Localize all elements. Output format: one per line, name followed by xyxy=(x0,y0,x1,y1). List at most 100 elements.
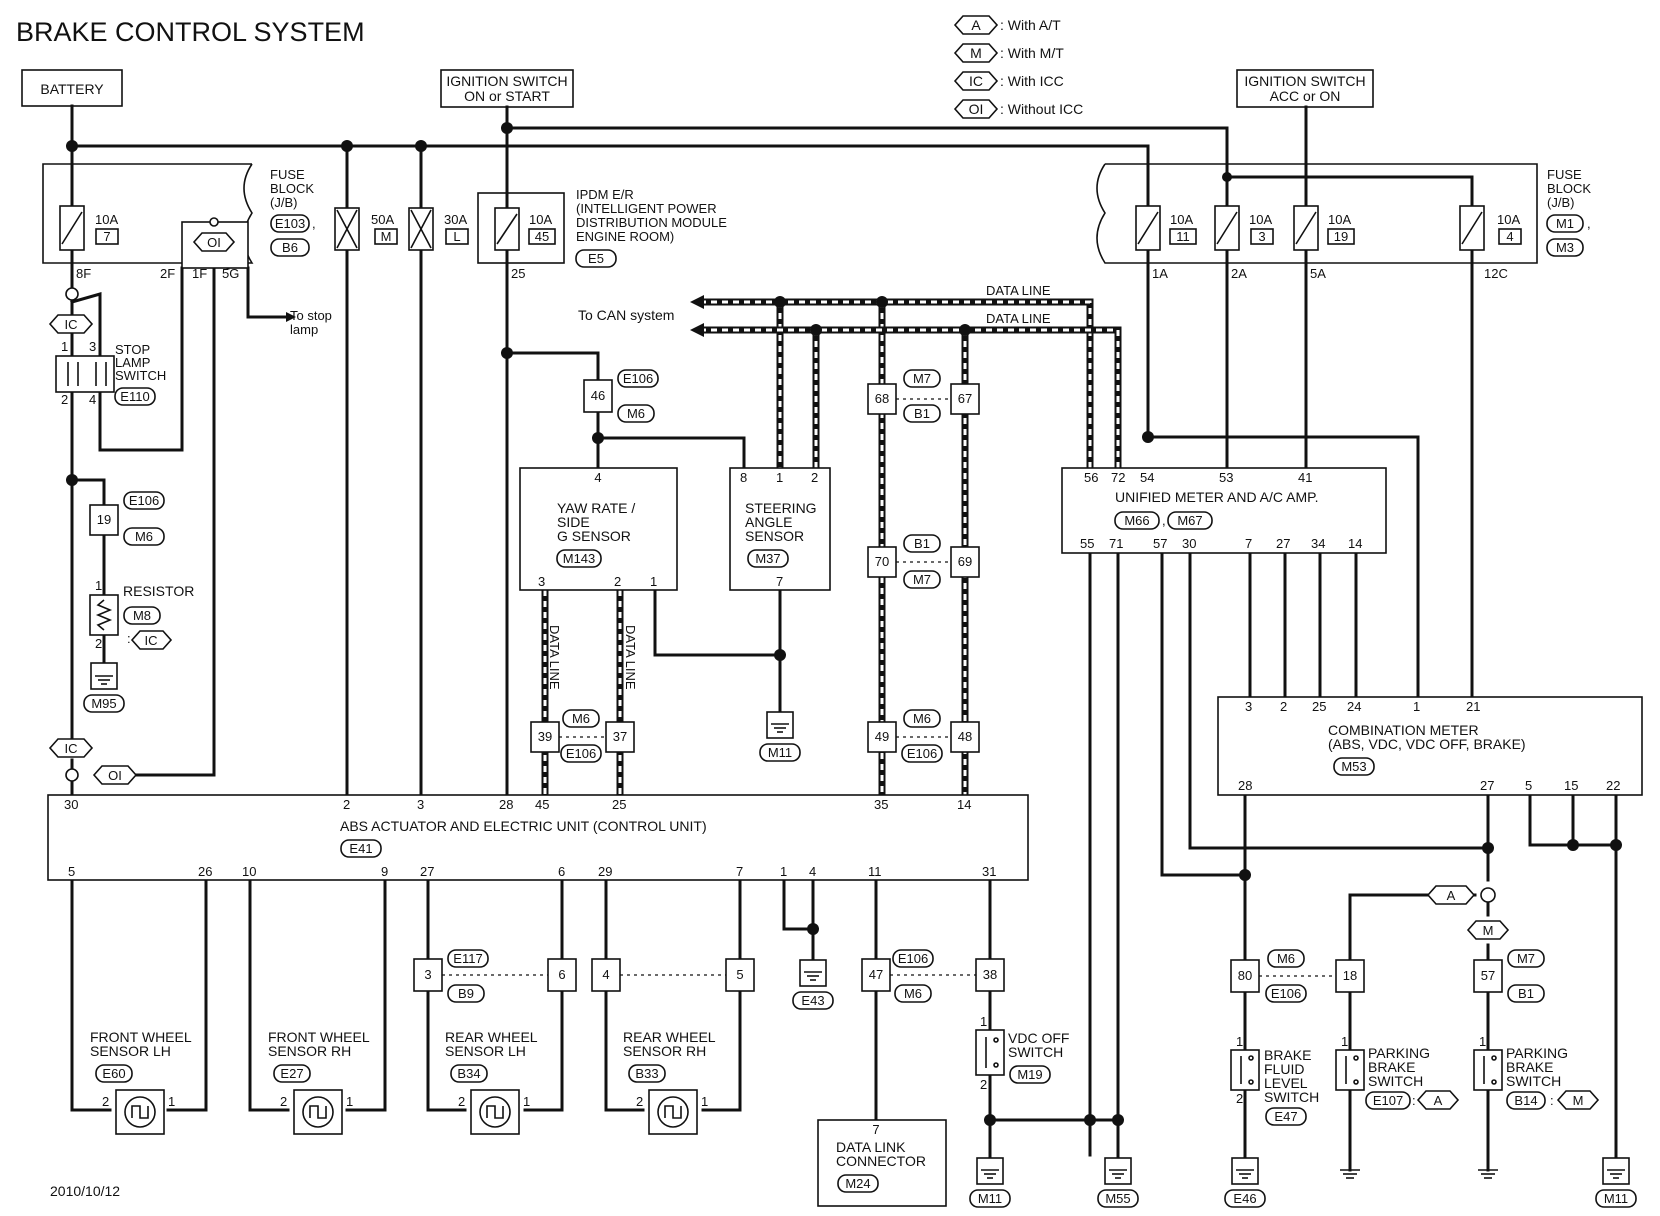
svg-text:68: 68 xyxy=(875,391,889,406)
svg-text:B9: B9 xyxy=(458,986,474,1001)
unified-meter-ac-amp: 56 72 54 53 41 UNIFIED METER AND A/C AMP… xyxy=(1061,467,1387,554)
svg-text:7: 7 xyxy=(103,229,110,244)
svg-text:1: 1 xyxy=(1236,1034,1243,1049)
svg-text:A: A xyxy=(1447,888,1456,903)
svg-text:50A: 50A xyxy=(371,212,394,227)
svg-text:IC: IC xyxy=(145,633,158,648)
svg-text:11: 11 xyxy=(868,864,882,879)
svg-text:53: 53 xyxy=(1219,470,1233,485)
svg-text:2: 2 xyxy=(636,1094,643,1109)
battery-label: BATTERY xyxy=(40,81,104,97)
connector-80-18-57: 80 18 M6 E106 57 M7 B1 xyxy=(1230,949,1545,1003)
data-link-connector: 7 DATA LINK CONNECTOR M24 xyxy=(817,1119,947,1207)
svg-text:24: 24 xyxy=(1347,699,1361,714)
svg-text:2A: 2A xyxy=(1231,266,1247,281)
svg-text:M7: M7 xyxy=(913,572,931,587)
svg-text:B33: B33 xyxy=(635,1066,658,1081)
svg-text:SWITCH: SWITCH xyxy=(1008,1044,1063,1060)
svg-text:49: 49 xyxy=(875,729,889,744)
svg-text:M1: M1 xyxy=(1556,216,1574,231)
svg-text:FLUID: FLUID xyxy=(1264,1061,1304,1077)
svg-text:6: 6 xyxy=(558,864,565,879)
svg-text:3: 3 xyxy=(1245,699,1252,714)
svg-text:1: 1 xyxy=(780,864,787,879)
diagram-title: BRAKE CONTROL SYSTEM xyxy=(16,17,365,47)
svg-text:5G: 5G xyxy=(222,266,239,281)
svg-text:B1: B1 xyxy=(914,406,930,421)
connector-19: 19 E106 M6 xyxy=(89,491,165,546)
legend: A : With A/T M : With M/T IC : With ICC … xyxy=(953,15,1083,119)
svg-text:B1: B1 xyxy=(914,536,930,551)
parking-brake-switch-mt: 1 PARKING BRAKE SWITCH B14 : M xyxy=(1473,1034,1600,1110)
legend-a-code: A xyxy=(971,17,981,33)
svg-text:9: 9 xyxy=(381,864,388,879)
svg-text:SWITCH: SWITCH xyxy=(115,368,166,383)
svg-text:41: 41 xyxy=(1298,470,1312,485)
svg-text:1: 1 xyxy=(523,1094,530,1109)
svg-text:M66: M66 xyxy=(1124,513,1149,528)
svg-text:19: 19 xyxy=(1334,229,1348,244)
svg-text:STOP: STOP xyxy=(115,342,150,357)
stop-lamp-label-2: lamp xyxy=(290,322,318,337)
ignition-acc-on-label-1: IGNITION SWITCH xyxy=(1244,73,1365,89)
svg-text:56: 56 xyxy=(1084,470,1098,485)
svg-text:1: 1 xyxy=(1479,1034,1486,1049)
svg-text:10A: 10A xyxy=(1497,212,1520,227)
resistor: 1 2 RESISTOR M8 : IC M95 xyxy=(83,578,194,713)
ipdm-label: IPDM E/R (INTELLIGENT POWER DISTRIBUTION… xyxy=(575,187,727,268)
svg-text:FRONT WHEEL: FRONT WHEEL xyxy=(90,1029,192,1045)
svg-text:2: 2 xyxy=(95,636,102,651)
fuse-block-right-label: FUSE BLOCK (J/B) M1 , M3 xyxy=(1546,167,1591,257)
fuse-pin-labels: 8F 2F 1F 5G 25 1A 2A 5A 12C xyxy=(76,266,1508,281)
connector-70-69: 70 69 B1 M7 xyxy=(867,534,980,589)
svg-text:IC: IC xyxy=(65,741,78,756)
ignition-switch-on-start-box xyxy=(440,69,574,108)
svg-text:25: 25 xyxy=(511,266,525,281)
svg-text:ABS ACTUATOR AND ELECTRIC UNIT: ABS ACTUATOR AND ELECTRIC UNIT (CONTROL … xyxy=(340,818,707,834)
svg-text:1: 1 xyxy=(1413,699,1420,714)
svg-text:35: 35 xyxy=(874,797,888,812)
connector-39-37: 39 37 M6 E106 xyxy=(530,709,635,763)
svg-text:2: 2 xyxy=(61,392,68,407)
svg-text:SENSOR LH: SENSOR LH xyxy=(445,1043,526,1059)
junction-dots xyxy=(66,122,1622,1126)
svg-text:14: 14 xyxy=(957,797,971,812)
svg-text:80: 80 xyxy=(1238,968,1252,983)
abs-30-conditions: IC OI xyxy=(48,738,138,785)
rear-wheel-sensor-rh: REAR WHEEL SENSOR RH B33 2 1 xyxy=(623,1029,716,1135)
svg-text:M6: M6 xyxy=(135,529,153,544)
front-wheel-sensor-rh: FRONT WHEEL SENSOR RH E27 2 1 xyxy=(268,1029,370,1135)
legend-m-code: M xyxy=(970,45,982,61)
svg-text:7: 7 xyxy=(776,574,783,589)
svg-text:6: 6 xyxy=(558,967,565,982)
svg-text:B34: B34 xyxy=(457,1066,480,1081)
svg-text:REAR WHEEL: REAR WHEEL xyxy=(623,1029,716,1045)
svg-text:SENSOR LH: SENSOR LH xyxy=(90,1043,171,1059)
svg-text:E46: E46 xyxy=(1233,1191,1256,1206)
svg-text:3: 3 xyxy=(417,797,424,812)
svg-text:FUSE: FUSE xyxy=(270,167,305,182)
vdc-off-switch: 1 2 VDC OFF SWITCH M19 xyxy=(975,1014,1069,1092)
svg-text:E106: E106 xyxy=(623,371,653,386)
connector-68-67: 68 67 M7 B1 xyxy=(867,369,980,423)
svg-text:5: 5 xyxy=(736,967,743,982)
svg-text:2: 2 xyxy=(343,797,350,812)
svg-text:5A: 5A xyxy=(1310,266,1326,281)
svg-text:DATA LINK: DATA LINK xyxy=(836,1139,906,1155)
data-line-label-1: DATA LINE xyxy=(986,283,1051,298)
svg-text:47: 47 xyxy=(869,967,883,982)
svg-text:B1: B1 xyxy=(1518,986,1534,1001)
svg-text:1: 1 xyxy=(701,1094,708,1109)
legend-oi-code: OI xyxy=(969,101,984,117)
svg-text:72: 72 xyxy=(1111,470,1125,485)
svg-text::: : xyxy=(1550,1093,1554,1108)
fuses xyxy=(59,205,1485,251)
svg-text:28: 28 xyxy=(499,797,513,812)
svg-text:OI: OI xyxy=(108,768,122,783)
svg-text:19: 19 xyxy=(97,512,111,527)
svg-text:2: 2 xyxy=(1236,1091,1243,1106)
data-line-label-2: DATA LINE xyxy=(986,311,1051,326)
svg-text:M37: M37 xyxy=(755,551,780,566)
svg-text:M11: M11 xyxy=(1604,1191,1628,1206)
svg-text:2: 2 xyxy=(280,1094,287,1109)
